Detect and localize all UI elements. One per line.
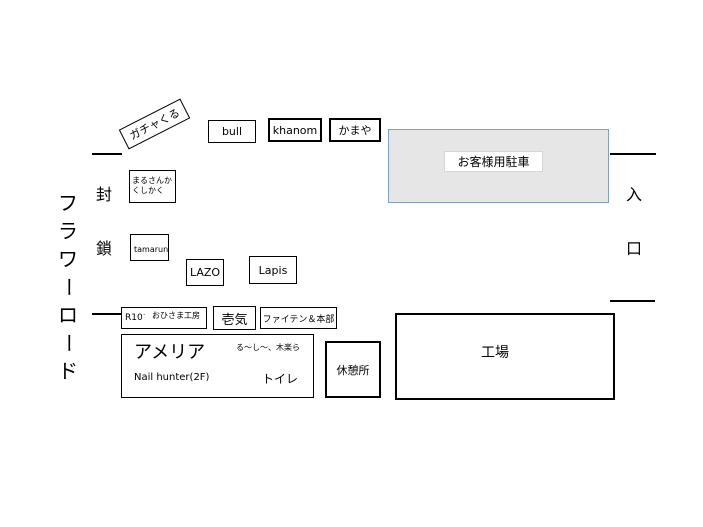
road-char: ワ <box>58 247 78 271</box>
shop-maru: まるさんか くしかく <box>129 170 176 203</box>
rest-area-label: 休憩所 <box>336 363 370 377</box>
shop-bull: bull <box>208 120 256 143</box>
parking-label: お客様用駐車 <box>444 151 543 172</box>
road-line-right-bottom <box>610 300 655 302</box>
road-line-right-top <box>610 153 656 155</box>
shop-tamarun: tamarun <box>130 234 169 261</box>
shop-phiten-label: ファイテン＆本部 <box>262 314 335 325</box>
shop-bull-label: bull <box>221 125 243 138</box>
shop-lazo-label: LAZO <box>189 266 221 279</box>
shop-lapis-label: Lapis <box>258 263 288 277</box>
shop-r10-dot: · <box>143 311 146 319</box>
factory-label: 工場 <box>481 345 509 361</box>
shop-ohisama-label: おひさま工房 <box>152 311 200 320</box>
road-char: ー <box>56 277 80 297</box>
entrance-label-top: 入 <box>626 185 643 204</box>
flower-road-label: フ ラ ワ ー ロ ー ド <box>56 191 80 383</box>
road-char: フ <box>58 191 78 215</box>
shop-tamarun-label: tamarun <box>134 245 169 254</box>
shop-khanom: khanom <box>268 118 322 142</box>
road-char: ー <box>56 333 80 353</box>
shop-kamaya: かまや <box>329 118 381 142</box>
road-char: ロ <box>58 303 78 327</box>
rest-area: 休憩所 <box>325 341 381 398</box>
entrance-label-bottom: 口 <box>626 239 643 258</box>
shop-nail-label: Nail hunter(2F) <box>134 372 210 383</box>
shop-maru-line2: くしかく <box>132 186 164 196</box>
road-line-left-top <box>92 153 122 155</box>
shop-lapis: Lapis <box>249 256 297 284</box>
building-america: アメリア る〜し〜、木楽ら Nail hunter(2F) トイレ <box>121 334 314 398</box>
road-char: ド <box>58 359 78 383</box>
shop-r10-label: R10 <box>125 313 143 323</box>
shop-gacha-label: ガチャくる <box>127 106 183 143</box>
shop-lazo: LAZO <box>186 259 224 286</box>
shop-phiten: ファイテン＆本部 <box>260 307 337 329</box>
shop-ikki: 壱気 <box>213 306 256 330</box>
parking-text: お客様用駐車 <box>457 155 530 169</box>
shop-ikki-label: 壱気 <box>221 312 248 328</box>
road-line-left-bottom <box>92 313 122 315</box>
shop-gacha: ガチャくる <box>118 98 191 150</box>
shop-maru-line1: まるさんか <box>132 176 172 185</box>
shop-khanom-label: khanom <box>272 123 318 137</box>
shop-rushi-label: る〜し〜、木楽ら <box>236 343 300 352</box>
shop-america-label: アメリア <box>134 342 206 363</box>
toilet-label: トイレ <box>262 372 299 386</box>
closed-label-bottom: 鎖 <box>96 239 113 258</box>
shop-r10-ohisama: R10 · おひさま工房 <box>121 307 207 329</box>
factory: 工場 <box>395 313 615 400</box>
road-char: ラ <box>58 219 78 243</box>
shop-kamaya-label: かまや <box>338 124 372 137</box>
closed-label-top: 封 <box>96 185 113 204</box>
